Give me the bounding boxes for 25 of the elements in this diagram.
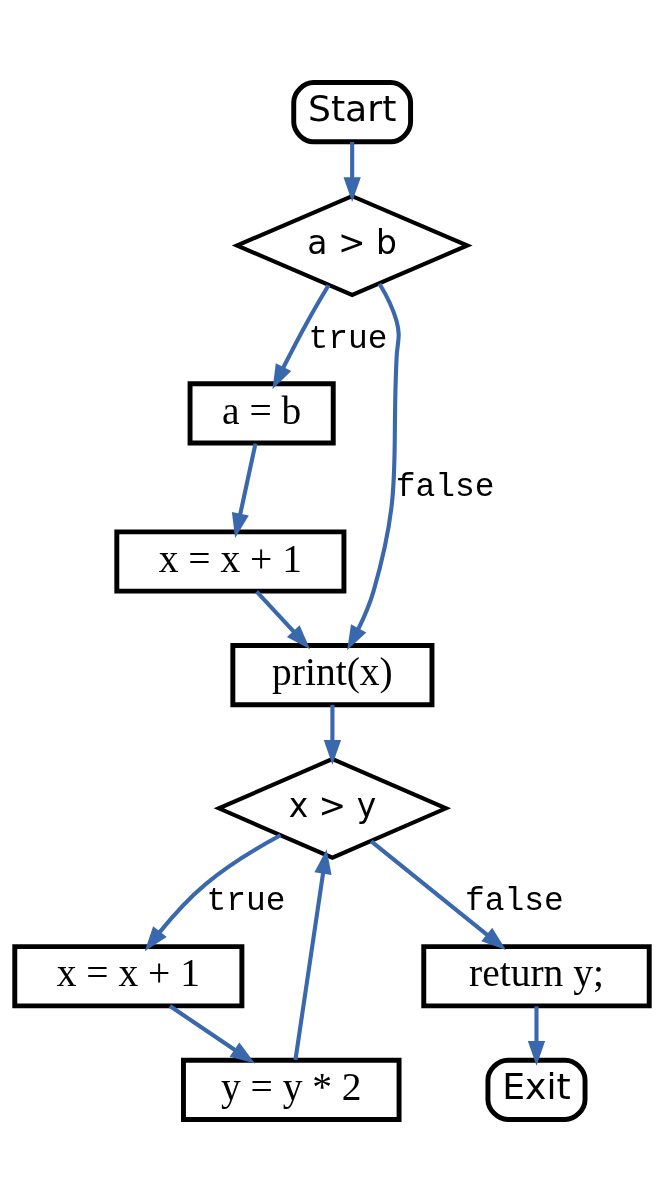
arrow [144,832,282,951]
node-box: a = b [187,380,336,445]
arrow [168,1003,255,1064]
node-box: return y; [421,943,652,1008]
node-box: Exit [485,1057,588,1122]
arrow [347,282,401,650]
arrow [343,141,361,202]
node-box: print(x) [230,642,435,707]
arrow [370,839,506,950]
edge-label: true [308,320,388,358]
edge-label: false [395,468,495,506]
arrow [293,848,332,1060]
node-box: y = y * 2 [181,1057,402,1122]
arrow [272,283,331,389]
node-diamond: a > b [231,193,473,297]
node-diamond: x > y [213,756,452,860]
node-box: x = x + 1 [114,528,347,594]
arrow [323,704,342,765]
arrow [231,442,258,538]
node-box: Start [291,79,414,144]
arrow [255,589,311,649]
edge-label: true [206,882,286,920]
edge-label: false [464,882,564,920]
arrow [527,1005,546,1066]
node-box: x = x + 1 [12,943,245,1008]
